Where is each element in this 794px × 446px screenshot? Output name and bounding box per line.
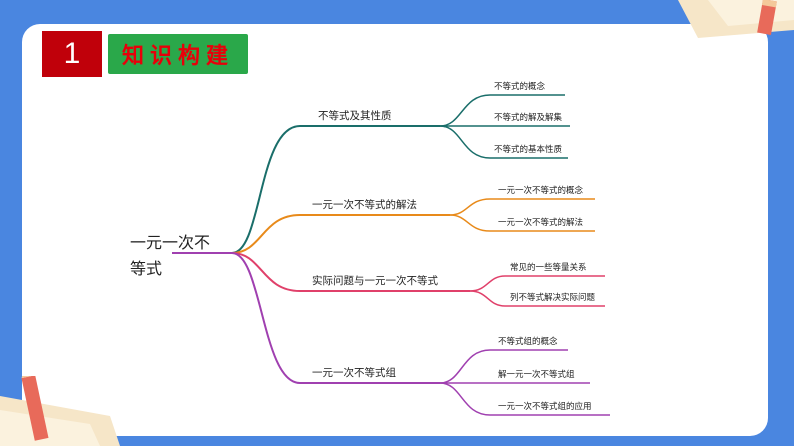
root-topic-line-2: 等式	[130, 259, 163, 278]
branch-2-connector	[231, 214, 450, 254]
branch-label-4: 一元一次不等式组	[312, 367, 396, 379]
branch-3-connector	[231, 252, 470, 292]
content-card	[22, 24, 768, 436]
section-title-box: 知识构建	[108, 34, 248, 74]
leaf-label: 一元一次不等式的解法	[498, 218, 584, 228]
root-topic: 一元一次不 等式	[130, 230, 230, 282]
section-number: 1	[63, 37, 81, 70]
section-number-badge: 1	[42, 31, 102, 77]
root-topic-line-1: 一元一次不	[130, 233, 211, 252]
leaf-label: 不等式的基本性质	[494, 145, 563, 155]
leaf-label: 常见的一些等量关系	[510, 263, 587, 273]
paper-pencil-decoration-bottom-left	[0, 376, 120, 446]
leaf-label: 一元一次不等式的概念	[498, 186, 584, 196]
leaf-label: 不等式组的概念	[498, 337, 558, 347]
branch-label-1: 不等式及其性质	[318, 110, 392, 122]
branch-4-connector	[231, 252, 440, 384]
paper-decoration-top-right	[678, 0, 794, 38]
leaf-label: 列不等式解决实际问题	[510, 293, 596, 303]
branch-1-connector	[231, 125, 440, 254]
branch-label-3: 实际问题与一元一次不等式	[312, 275, 438, 287]
section-title: 知识构建	[121, 43, 234, 69]
leaf-label: 不等式的概念	[494, 82, 546, 92]
leaf-label: 一元一次不等式组的应用	[498, 402, 592, 412]
branch-label-2: 一元一次不等式的解法	[312, 199, 417, 211]
leaf-label: 不等式的解及解集	[494, 113, 563, 123]
leaf-label: 解一元一次不等式组	[498, 370, 575, 380]
